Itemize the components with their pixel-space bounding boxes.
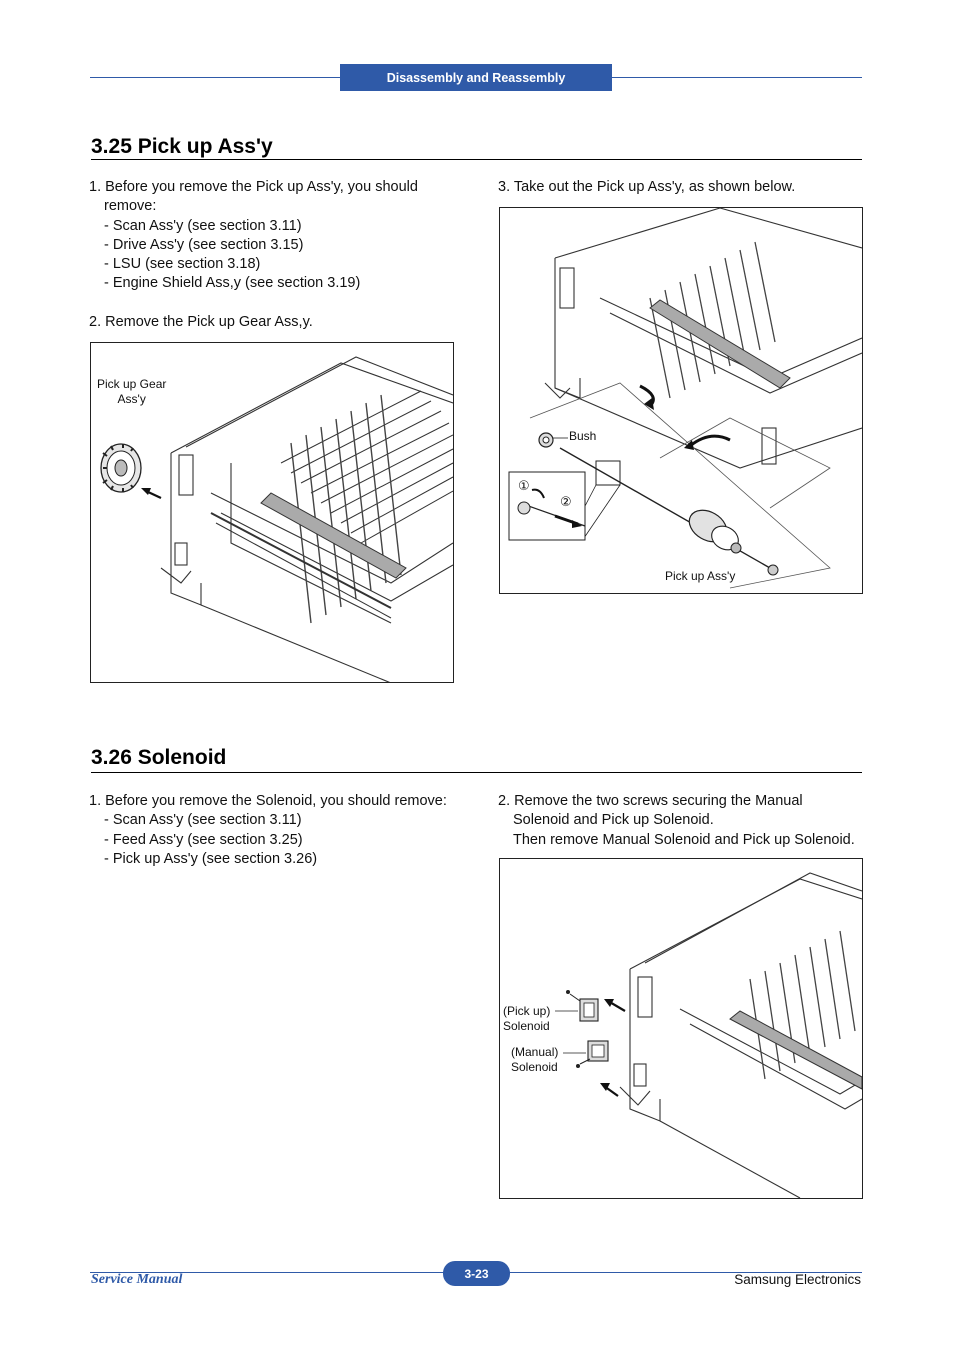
callout-text: Pick up Gear [97,377,167,391]
step-text: 3. Take out the Pick up Ass'y, as shown … [498,179,796,195]
header-tab: Disassembly and Reassembly [340,64,612,91]
arrow-icon [141,488,162,499]
step-text: 1. Before you remove the Pick up Ass'y, … [89,179,418,195]
callout-pickup-solenoid: (Pick up) Solenoid [503,1004,550,1034]
detail-inset [508,471,586,541]
callout-pickup-assembly: Pick up Ass'y [665,569,736,583]
marker-step-2: ② [560,494,572,509]
arrow-icon [600,999,626,1097]
callout-pickup-gear: Pick up Gear Ass'y [97,377,166,407]
prereq-item: - Drive Ass'y (see section 3.15) [104,236,304,253]
solenoid-illustration [555,872,862,1198]
callout-text: (Manual) [511,1045,559,1059]
prereq-item: - Scan Ass'y (see section 3.11) [104,812,302,829]
printer-frame-illustration [100,356,453,682]
footer-company: Samsung Electronics [734,1272,861,1287]
pickup-step-3: 3. Take out the Pick up Ass'y, as shown … [498,178,795,197]
step-text: 2. Remove the two screws securing the Ma… [498,793,803,809]
pickup-gear-icon [100,443,142,493]
figure-pickup-assembly: Bush Pick up Ass'y ① ② [499,207,863,594]
prereq-item: - LSU (see section 3.18) [104,256,261,273]
pickup-step-1: 1. Before you remove the Pick up Ass'y, … [89,178,418,294]
marker-step-1: ① [518,478,530,493]
figure-pickup-gear: Pick up Gear Ass'y [90,342,454,683]
prereq-item: - Pick up Ass'y (see section 3.26) [104,850,318,867]
section-title-pickup: 3.25 Pick up Ass'y [91,135,273,158]
step-text: Then remove Manual Solenoid and Pick up … [513,831,855,848]
callout-text: Solenoid [503,1019,550,1033]
pickup-solenoid-icon [566,990,599,1022]
step-text: remove: [104,198,157,215]
bush-icon [538,432,568,448]
step-text: 2. Remove the Pick up Gear Ass,y. [89,314,313,330]
rotate-arrow-icon [639,384,731,450]
callout-text: Solenoid [511,1060,558,1074]
section-rule-solenoid [91,772,862,773]
step-text: Solenoid and Pick up Solenoid. [513,812,714,829]
prereq-item: - Scan Ass'y (see section 3.11) [104,217,302,234]
footer-service-manual: Service Manual [91,1272,183,1287]
pickup-step-2: 2. Remove the Pick up Gear Ass,y. [89,313,313,332]
callout-text: (Pick up) [503,1004,551,1018]
section-rule-pickup [91,159,862,160]
prereq-item: - Engine Shield Ass,y (see section 3.19) [104,275,361,292]
callout-text: Ass'y [117,392,146,406]
pickup-roller-icon [688,509,779,576]
page-number: 3-23 [443,1261,510,1286]
callout-bush: Bush [569,429,597,443]
section-title-solenoid: 3.26 Solenoid [91,746,227,769]
solenoid-step-2: 2. Remove the two screws securing the Ma… [498,792,855,850]
step-text: 1. Before you remove the Solenoid, you s… [89,793,447,809]
prereq-item: - Feed Ass'y (see section 3.25) [104,831,303,848]
solenoid-step-1: 1. Before you remove the Solenoid, you s… [89,792,447,869]
pickup-assembly-illustration [508,208,862,589]
figure-solenoid: (Pick up) Solenoid (Manual) Solenoid [499,858,863,1199]
manual-solenoid-icon [576,1040,609,1068]
callout-manual-solenoid: (Manual) Solenoid [511,1045,558,1075]
